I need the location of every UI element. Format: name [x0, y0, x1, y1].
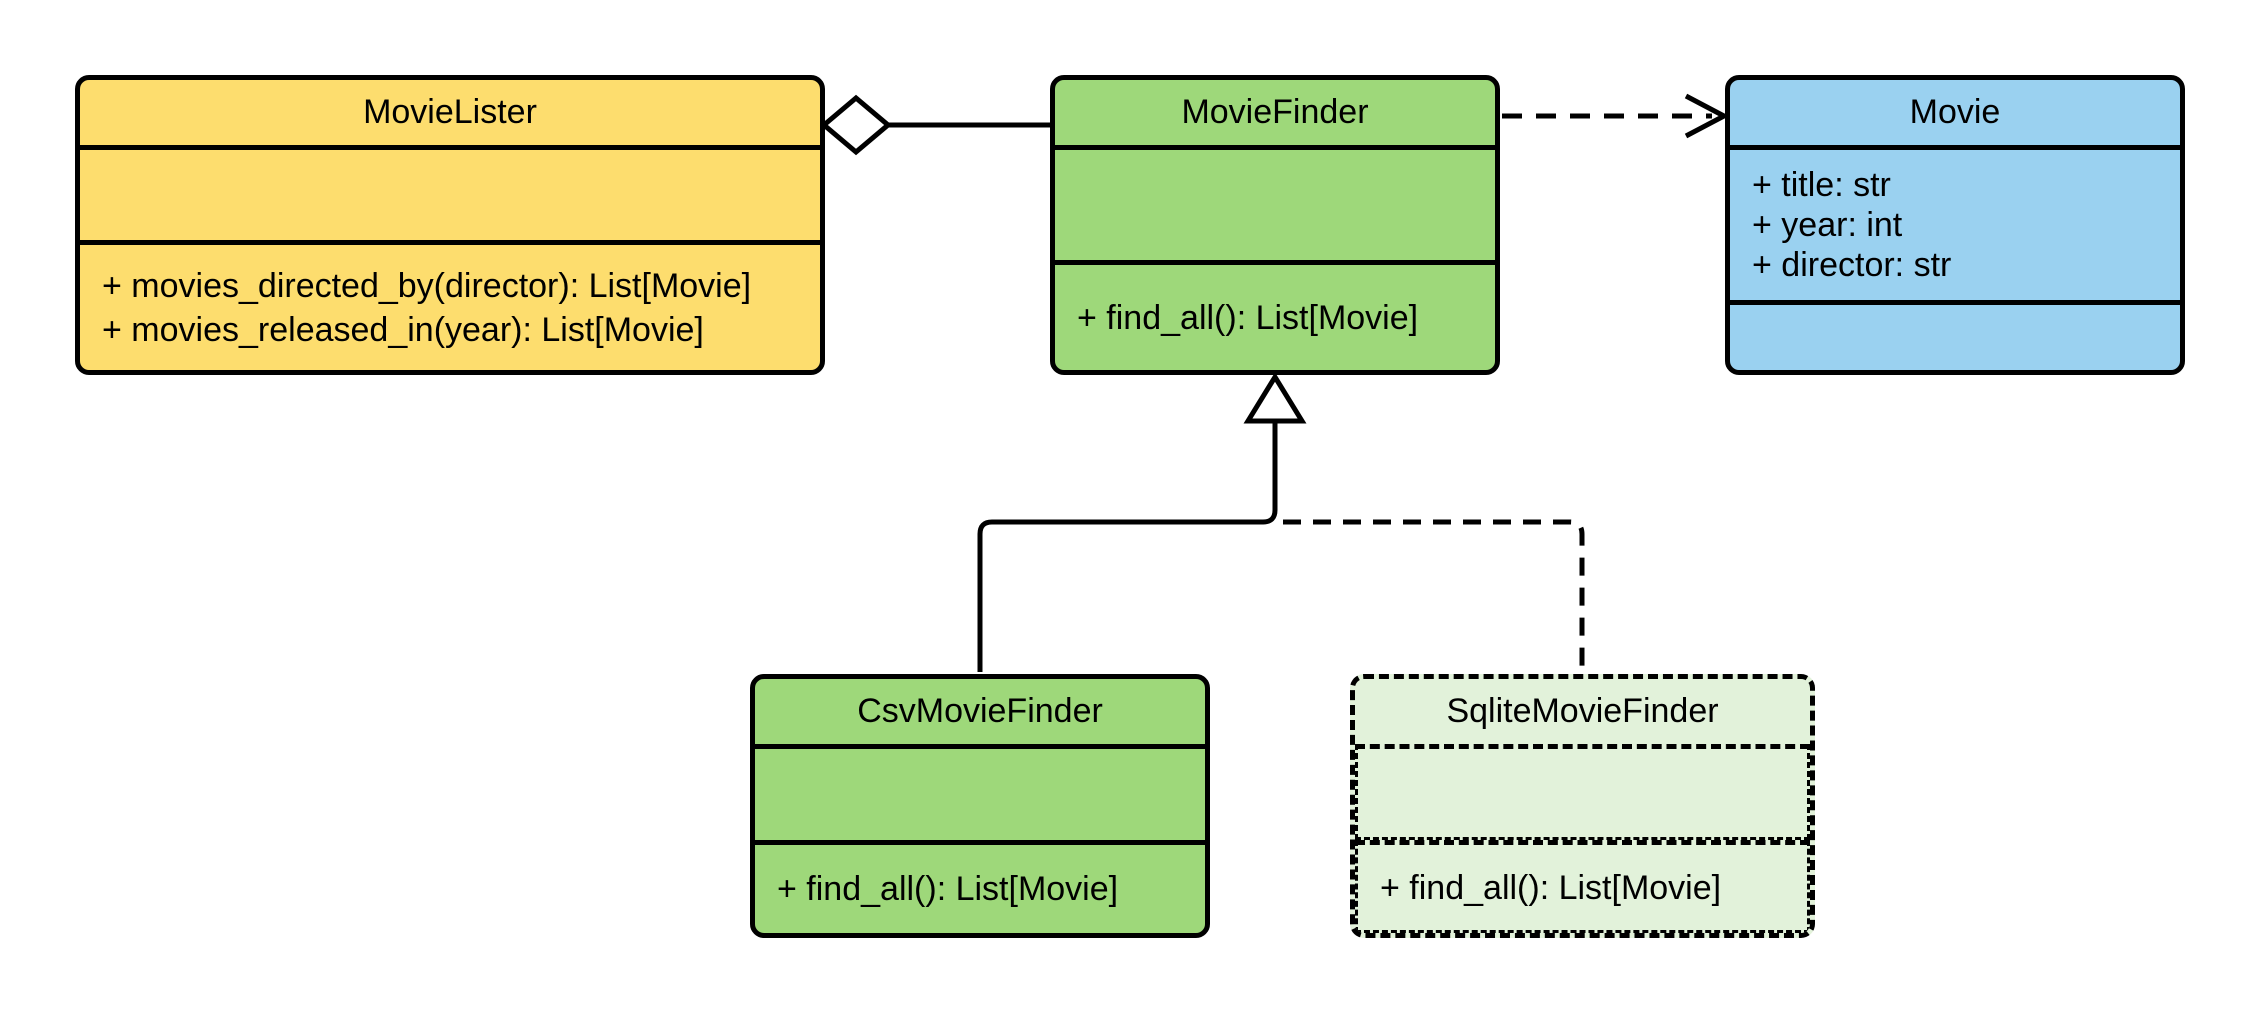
generalization-solid-connector	[977, 421, 1278, 672]
attributes-section	[1355, 744, 1810, 840]
method-label: + find_all(): List[Movie]	[1380, 868, 1722, 907]
class-title: Movie	[1909, 93, 2001, 131]
class-title: MovieFinder	[1181, 93, 1369, 131]
class-title: MovieLister	[363, 93, 537, 131]
method-label: + find_all(): List[Movie]	[1077, 298, 1419, 337]
attributes-section: + title: str + year: int + director: str	[1730, 145, 2180, 300]
method-label: + movies_released_in(year): List[Movie]	[102, 310, 704, 349]
class-box-movie: Movie + title: str + year: int + directo…	[1725, 75, 2185, 375]
class-box-csvmoviefinder: CsvMovieFinder + find_all(): List[Movie]	[750, 674, 1210, 938]
aggregation-diamond-icon	[820, 94, 892, 156]
attributes-section	[80, 145, 820, 240]
methods-section: + find_all(): List[Movie]	[755, 840, 1205, 933]
methods-section: + find_all(): List[Movie]	[1055, 260, 1495, 370]
attribute-label: + year: int	[1752, 206, 1903, 244]
attribute-label: + title: str	[1752, 166, 1891, 204]
methods-section: + find_all(): List[Movie]	[1355, 840, 1810, 933]
attributes-section	[755, 744, 1205, 840]
method-label: + movies_directed_by(director): List[Mov…	[102, 266, 752, 305]
generalization-dashed-connector	[1283, 519, 1585, 672]
inheritance-triangle-icon	[1243, 372, 1307, 424]
methods-section: + movies_directed_by(director): List[Mov…	[80, 240, 820, 370]
attributes-section	[1055, 145, 1495, 260]
class-title: SqliteMovieFinder	[1446, 692, 1719, 730]
methods-section	[1730, 300, 2180, 370]
class-box-sqlitemoviefinder: SqliteMovieFinder + find_all(): List[Mov…	[1350, 674, 1815, 938]
class-box-movielister: MovieLister + movies_directed_by(directo…	[75, 75, 825, 375]
attribute-label: + director: str	[1752, 246, 1952, 284]
class-title: CsvMovieFinder	[857, 692, 1103, 730]
class-box-moviefinder: MovieFinder + find_all(): List[Movie]	[1050, 75, 1500, 375]
dependency-arrowhead-icon	[1684, 93, 1730, 139]
method-label: + find_all(): List[Movie]	[777, 870, 1119, 908]
